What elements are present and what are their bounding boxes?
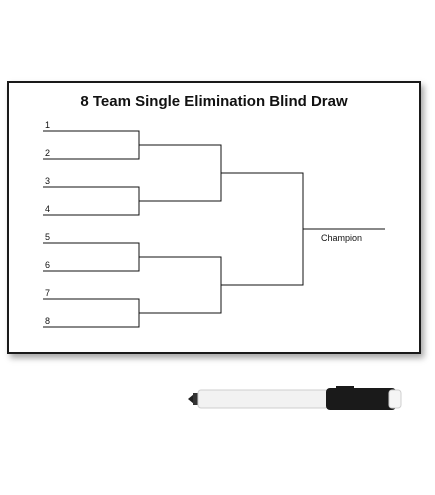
bracket-final [221, 172, 304, 286]
seed-label-1: 1 [45, 120, 50, 130]
seed-label-7: 7 [45, 288, 50, 298]
seed-label-4: 4 [45, 204, 50, 214]
bracket-match-1 [43, 130, 140, 160]
seed-label-8: 8 [45, 316, 50, 326]
bracket-match-4 [43, 298, 140, 328]
bracket-match-3 [43, 242, 140, 272]
seed-label-2: 2 [45, 148, 50, 158]
seed-label-5: 5 [45, 232, 50, 242]
dry-erase-marker-icon [188, 386, 402, 410]
bracket-semifinal-1 [139, 144, 222, 202]
whiteboard: 8 Team Single Elimination Blind Draw 1 2… [7, 81, 421, 354]
bracket-semifinal-2 [139, 256, 222, 314]
bracket-diagram: 1 2 3 4 5 6 7 8 Champion [43, 120, 385, 328]
bracket-title: 8 Team Single Elimination Blind Draw [80, 93, 348, 110]
seed-label-6: 6 [45, 260, 50, 270]
seed-label-3: 3 [45, 176, 50, 186]
champion-label: Champion [321, 233, 362, 243]
bracket-match-2 [43, 186, 140, 216]
